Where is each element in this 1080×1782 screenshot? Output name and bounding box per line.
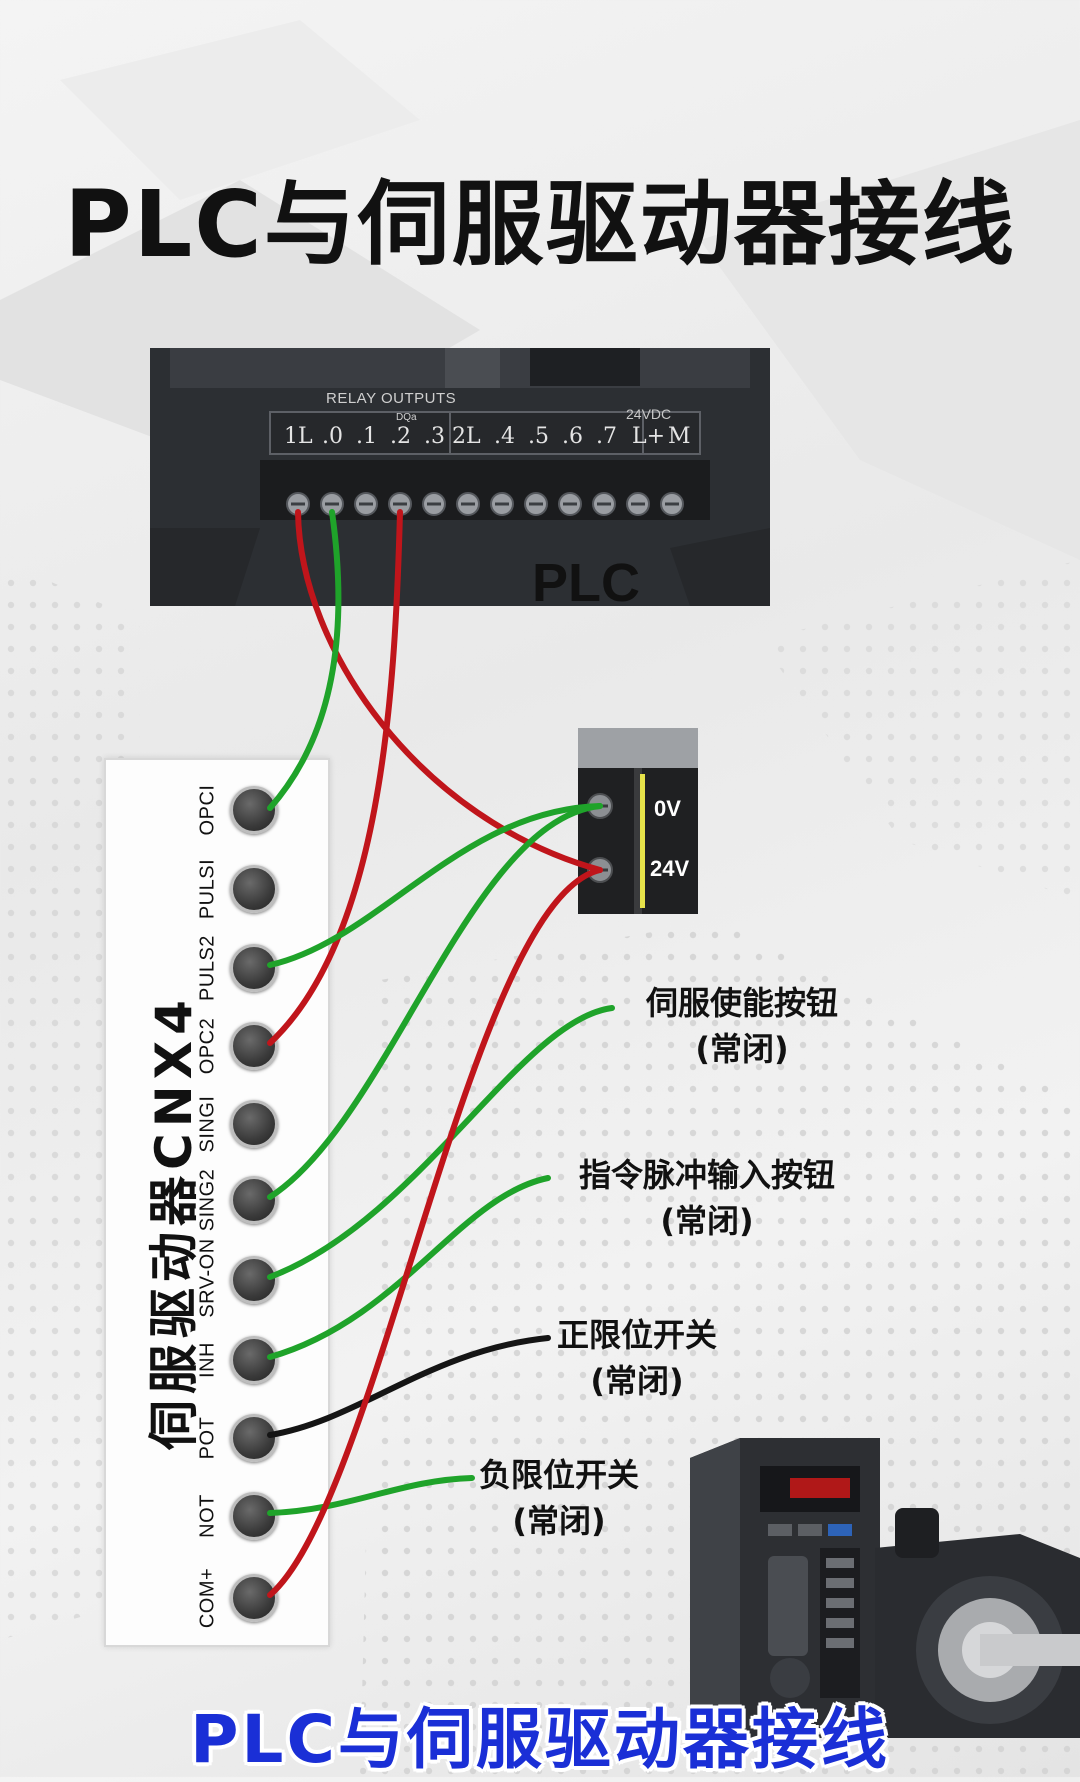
pin-label-sign2: SING2	[196, 1168, 219, 1232]
psu-0v-label: 0V	[654, 796, 681, 821]
pin-label-not: NOT	[196, 1494, 219, 1538]
terminal-lplus: L+	[632, 424, 666, 449]
pin-pot	[230, 1414, 278, 1462]
callout-pulse-input-title: 指令脉冲输入按钮	[578, 1156, 835, 1194]
pin-label-puls1: PULSI	[196, 858, 219, 920]
cnx4-title: 伺服驱动器CNX4	[145, 994, 203, 1450]
terminal-1l: 1L	[284, 424, 313, 449]
callout-servo-enable-title: 伺服使能按钮	[645, 984, 838, 1022]
terminal-m: M	[668, 424, 691, 449]
callout-pulse-input: 指令脉冲输入按钮 (常闭)	[552, 1152, 862, 1244]
pin-label-puls2: PULS2	[196, 935, 219, 1001]
plc-device	[150, 348, 770, 606]
callout-neg-limit-title: 负限位开关	[478, 1456, 639, 1494]
pin-label-com-plus: COM+	[196, 1567, 219, 1629]
terminal-2l: 2L	[452, 424, 481, 449]
pin-label-pot: POT	[196, 1416, 219, 1460]
dq-label: DQa	[396, 412, 417, 423]
callout-neg-limit-note: (常闭)	[512, 1502, 606, 1540]
terminal-q3: .3	[424, 424, 445, 449]
pin-opc2	[230, 1022, 278, 1070]
relay-outputs-label: RELAY OUTPUTS	[326, 390, 457, 407]
callout-pulse-input-note: (常闭)	[660, 1202, 754, 1240]
vdc-label: 24VDC	[626, 406, 672, 422]
pin-label-sign1: SINGI	[196, 1095, 219, 1153]
callout-neg-limit: 负限位开关 (常闭)	[474, 1452, 644, 1544]
callout-pos-limit: 正限位开关 (常闭)	[552, 1312, 722, 1404]
psu-24v-label: 24V	[650, 856, 690, 881]
callout-pos-limit-title: 正限位开关	[556, 1316, 717, 1354]
terminal-q2: .2	[390, 424, 411, 449]
pin-label-inh: INH	[196, 1342, 219, 1378]
callout-servo-enable-note: (常闭)	[695, 1030, 789, 1068]
terminal-q4: .4	[494, 424, 515, 449]
terminal-q0: .0	[322, 424, 343, 449]
pin-puls1	[230, 865, 278, 913]
pin-label-opc2: OPC2	[196, 1017, 219, 1075]
pin-inh	[230, 1336, 278, 1384]
page-title: PLC与伺服驱动器接线	[64, 171, 1016, 278]
callout-servo-enable: 伺服使能按钮 (常闭)	[622, 980, 862, 1072]
pin-puls2	[230, 944, 278, 992]
pin-not	[230, 1492, 278, 1540]
terminal-q7: .7	[596, 424, 617, 449]
servo-drive-motor-image	[690, 1438, 1080, 1738]
pin-label-srv-on: SRV-ON	[196, 1238, 219, 1318]
terminal-q1: .1	[356, 424, 377, 449]
pin-label-opc1: OPCI	[196, 784, 219, 836]
pin-com-plus	[230, 1574, 278, 1622]
pin-sign1	[230, 1100, 278, 1148]
callout-pos-limit-note: (常闭)	[590, 1362, 684, 1400]
pin-srv-on	[230, 1256, 278, 1304]
pin-sign2	[230, 1176, 278, 1224]
pin-opc1	[230, 786, 278, 834]
terminal-q5: .5	[528, 424, 549, 449]
plc-label: PLC	[532, 553, 640, 613]
bottom-title: PLC与伺服驱动器接线	[190, 1701, 890, 1778]
terminal-q6: .6	[562, 424, 583, 449]
